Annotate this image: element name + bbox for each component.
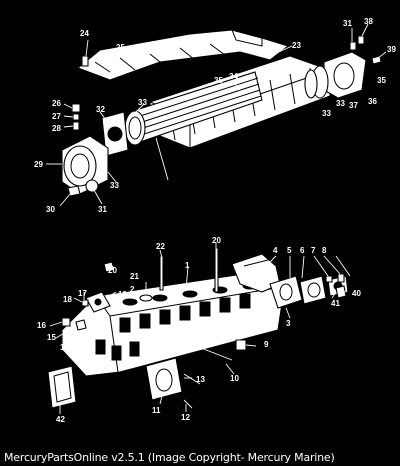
callout-17: 17 [78,289,87,298]
end-plate-left [101,111,129,157]
callout-19: 19 [118,290,127,299]
callout-38: 38 [364,17,373,26]
callout-3: 3 [286,319,291,328]
callout-1: 1 [185,261,190,270]
callout-13: 13 [196,375,205,384]
outlet-elbow [269,275,327,309]
callout-22: 22 [156,242,165,251]
callout-33: 33 [138,98,147,107]
callout-15: 15 [47,333,56,342]
callout-14: 14 [60,343,69,352]
leader-lines [46,23,387,414]
callout-4: 4 [273,246,278,255]
callout-6: 6 [300,246,305,255]
callout-33c: 33 [322,109,331,118]
callout-20b: 20 [212,236,221,245]
callout-25: 25 [116,43,125,52]
callout-27: 27 [52,112,61,121]
callout-5: 5 [287,246,292,255]
callout-30: 30 [46,205,55,214]
callout-24: 24 [80,29,89,38]
gasket-bottom [145,357,183,401]
callout-35: 35 [214,76,223,85]
callout-23: 23 [292,41,301,50]
cover-plate-top [85,291,111,313]
callout-18: 18 [63,295,72,304]
callout-9: 9 [264,340,269,349]
end-cap-left [61,135,109,195]
hardware-lower [61,247,347,409]
callout-33d: 33 [336,99,345,108]
callout-36: 36 [368,97,377,106]
callout-35b: 35 [377,76,386,85]
callout-21: 21 [130,272,139,281]
callout-26: 26 [52,99,61,108]
callout-41: 41 [331,299,340,308]
callout-2: 2 [130,285,135,294]
callout-31: 31 [98,205,107,214]
exhaust-manifold-cover [76,29,290,81]
caption-bar: MercuryPartsOnline v2.5.1 (Image Copyrig… [0,450,400,466]
callout-8: 8 [322,246,327,255]
callout-11: 11 [152,406,161,415]
end-cap-right [304,51,367,99]
callout-37: 37 [349,101,358,110]
callout-29: 29 [34,160,43,169]
exploded-parts-diagram: 1 2 3 4 5 6 7 8 9 10 11 12 13 14 15 16 1… [34,17,396,424]
tube-bundle [124,71,263,146]
callout-40: 40 [352,289,361,298]
gasket-end [47,365,77,409]
manifold-ports [95,282,258,361]
copyright-caption: MercuryPartsOnline v2.5.1 (Image Copyrig… [4,451,335,464]
callout-34: 34 [229,72,238,81]
callout-20: 20 [108,266,117,275]
callout-39: 39 [387,45,396,54]
callout-31b: 31 [343,19,352,28]
callout-16: 16 [37,321,46,330]
callout-33b: 33 [110,181,119,190]
callout-10: 10 [230,374,239,383]
callout-28: 28 [52,124,61,133]
callout-42: 42 [56,415,65,424]
callout-12: 12 [181,413,190,422]
callout-7: 7 [311,246,316,255]
callout-labels: 1 2 3 4 5 6 7 8 9 10 11 12 13 14 15 16 1… [34,17,396,424]
callout-32: 32 [96,105,105,114]
hardware-upper [67,35,382,197]
